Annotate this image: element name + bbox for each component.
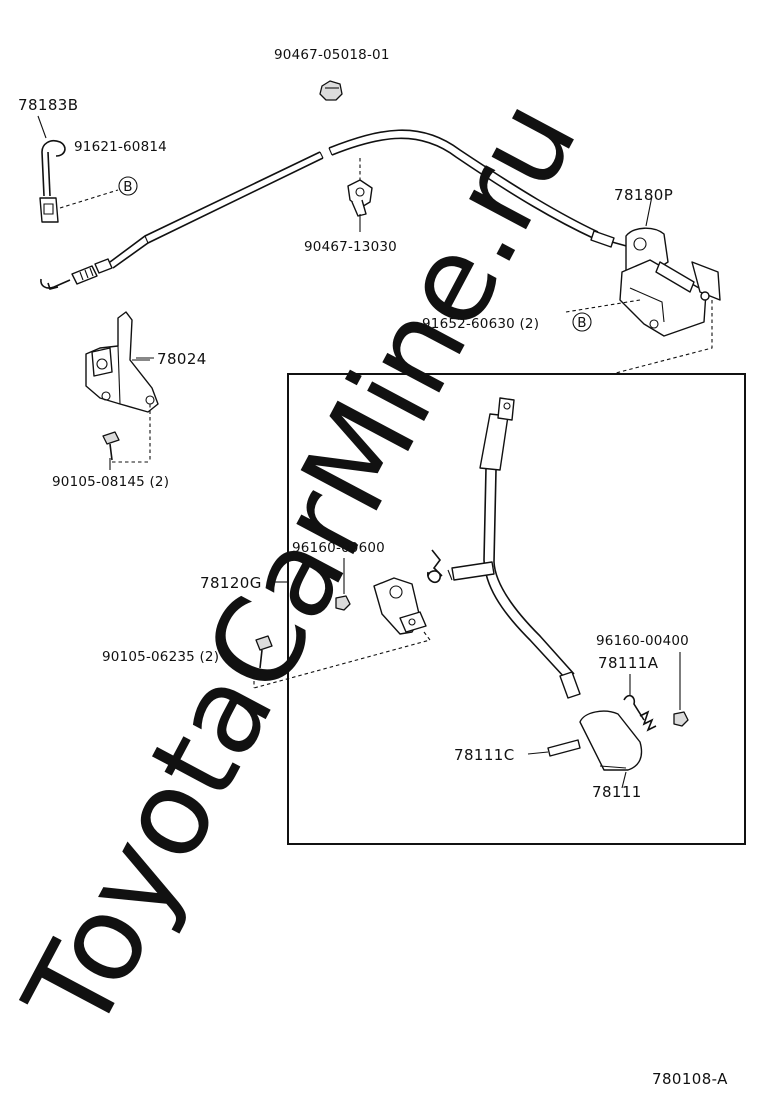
label-96160-00400: 96160-00400 [596,633,689,649]
label-78180P: 78180P [614,186,673,204]
label-96160-00600: 96160-00600 [292,540,385,556]
footer-diagram-code: 780108-A [652,1070,728,1088]
watermark-text: ToyotaCarMine.ru [0,78,604,1054]
label-91621-60814: 91621-60814 [74,139,167,155]
cable-clamp [347,158,373,232]
leader-lines [109,357,627,789]
nut-96160-00400 [673,652,689,727]
pedal-shaft [447,561,495,581]
label-78111: 78111 [592,783,642,801]
bracket-78024 [85,311,159,462]
label-91652-60630: 91652-60630 (2) [422,316,539,332]
bolt-90105-08145 [102,431,150,463]
watermark: ToyotaCarMine.ru [0,78,604,1054]
label-78111C: 78111C [454,746,515,764]
label-78024: 78024 [157,350,207,368]
callout-b-right-letter: B [577,315,586,331]
label-78111A: 78111A [598,654,659,672]
label-90467-05018-01: 90467-05018-01 [274,47,390,63]
pedal-bracket-upper [565,195,721,375]
label-90105-06235: 90105-06235 (2) [102,649,219,665]
label-90467-13030: 90467-13030 [304,239,397,255]
grommet-nut [319,80,343,101]
return-spring-small [427,549,443,584]
spring-hook [37,115,119,223]
label-78183B: 78183B [18,96,78,114]
pivot-bracket [253,577,431,689]
pedal-arm [479,397,581,699]
pedal-pin [527,739,581,757]
callout-b-left-letter: B [123,179,132,195]
label-78120G: 78120G [200,574,262,592]
label-90105-08145: 90105-08145 (2) [52,474,169,490]
callout-b-right: B [572,312,592,332]
pedal-pad [579,710,643,771]
accelerator-cable [40,129,631,290]
pedal-spring [623,674,657,732]
nut-96160-00600 [335,558,351,611]
callout-b-left: B [118,176,138,196]
pedal-assembly-box [287,373,746,845]
bolt-90105-06235 [253,635,273,688]
